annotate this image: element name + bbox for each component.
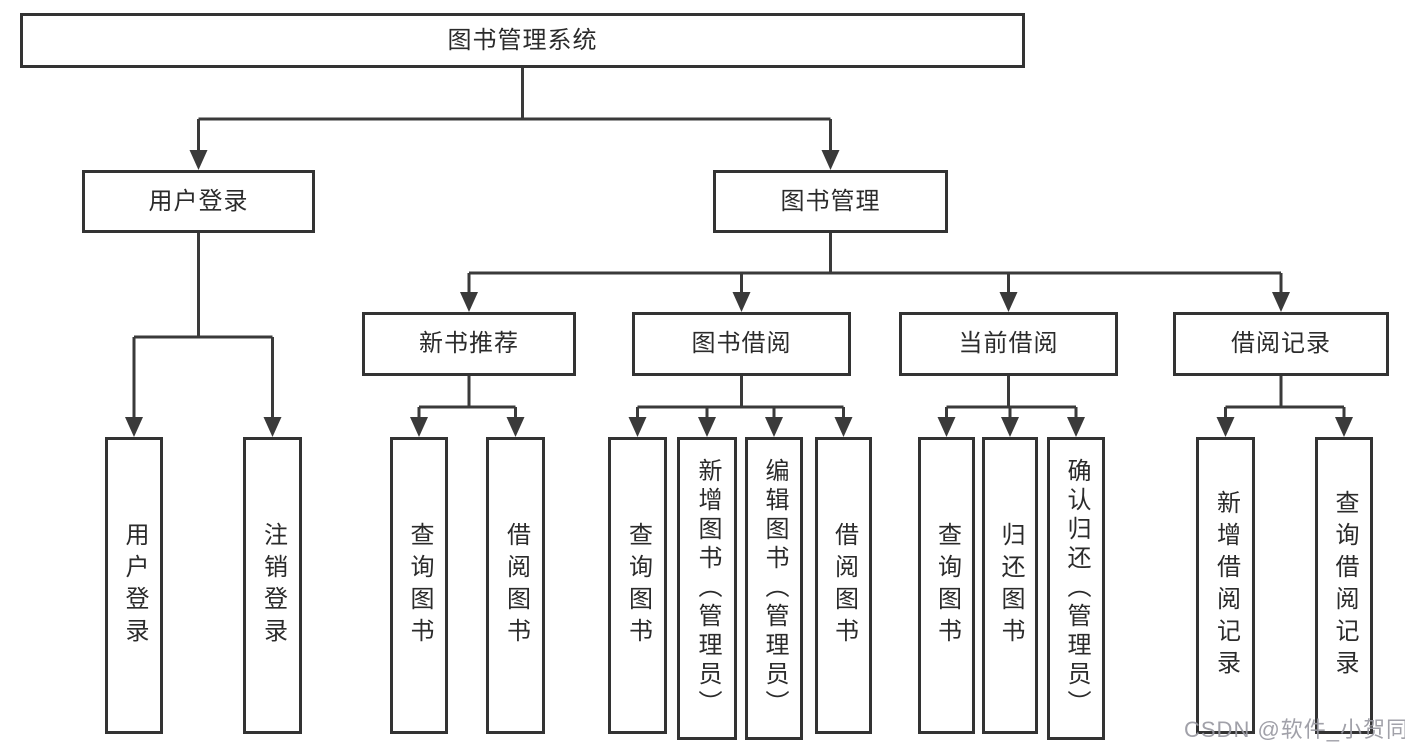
node-new-book-recommendation: 新书推荐	[362, 312, 576, 376]
node-label: 图书管理系统	[447, 26, 598, 54]
node-label: 新增图书（管理员）	[694, 458, 721, 719]
arrowheads-book-management-branch	[460, 292, 1290, 312]
arrowheads-book-borrowing-branch	[628, 417, 853, 437]
node-label: 查询借阅记录	[1331, 489, 1358, 682]
leaf-edit-books-admin: 编辑图书（管理员）	[745, 437, 803, 740]
leaf-query-books-current: 查询图书	[918, 437, 975, 734]
node-label: 借阅记录	[1231, 330, 1331, 357]
node-label: 借阅图书	[502, 521, 530, 650]
leaf-borrow-books-borrowing: 借阅图书	[815, 437, 872, 734]
node-label: 确认归还（管理员）	[1063, 458, 1090, 719]
node-label: 当前借阅	[958, 330, 1059, 357]
node-label: 用户登录	[121, 521, 148, 650]
leaf-add-books-admin: 新增图书（管理员）	[677, 437, 737, 740]
connector-book-management-branch	[467, 233, 1283, 293]
node-label: 注销登录	[259, 521, 287, 650]
leaf-borrow-books-recommend: 借阅图书	[486, 437, 545, 734]
arrowheads-level2	[189, 150, 840, 170]
leaf-query-books-recommend: 查询图书	[390, 437, 448, 734]
connector-borrowing-records-branch	[1224, 376, 1346, 418]
arrowheads-borrowing-records-branch	[1216, 417, 1353, 437]
connector-root-to-level2	[197, 68, 832, 151]
node-book-management: 图书管理	[713, 170, 948, 233]
node-label: 借阅图书	[830, 521, 858, 650]
connector-book-borrowing-branch	[636, 376, 845, 418]
node-label: 图书管理	[780, 187, 881, 215]
node-label: 新增借阅记录	[1212, 489, 1240, 682]
node-label: 归还图书	[997, 521, 1024, 650]
leaf-return-books: 归还图书	[982, 437, 1038, 734]
node-label: 图书借阅	[691, 330, 792, 357]
leaf-logout-login: 注销登录	[243, 437, 302, 734]
node-book-management-system: 图书管理系统	[20, 13, 1025, 68]
connector-new-book-branch	[417, 376, 517, 418]
leaf-query-books-borrowing: 查询图书	[608, 437, 667, 734]
node-user-login: 用户登录	[82, 170, 315, 233]
node-label: 查询图书	[406, 521, 433, 650]
node-label: 用户登录	[148, 187, 249, 215]
node-label: 查询图书	[933, 521, 961, 650]
leaf-add-borrow-record: 新增借阅记录	[1196, 437, 1255, 734]
node-borrowing-records: 借阅记录	[1173, 312, 1389, 376]
leaf-user-login: 用户登录	[105, 437, 163, 734]
node-label: 编辑图书（管理员）	[761, 458, 788, 719]
connector-current-borrowing-branch	[945, 376, 1078, 418]
leaf-query-borrow-record: 查询借阅记录	[1315, 437, 1373, 734]
leaf-confirm-return-admin: 确认归还（管理员）	[1047, 437, 1105, 740]
connector-user-login-branch	[132, 233, 274, 418]
node-book-borrowing: 图书借阅	[632, 312, 851, 376]
node-current-borrowing: 当前借阅	[899, 312, 1118, 376]
node-label: 查询图书	[624, 521, 652, 650]
arrowheads-new-book-branch	[410, 417, 525, 437]
node-label: 新书推荐	[419, 330, 519, 357]
arrowheads-user-login-branch	[125, 417, 282, 437]
csdn-watermark: CSDN @软件_小贺同学	[1184, 717, 1405, 742]
arrowheads-current-borrowing-branch	[937, 417, 1085, 437]
